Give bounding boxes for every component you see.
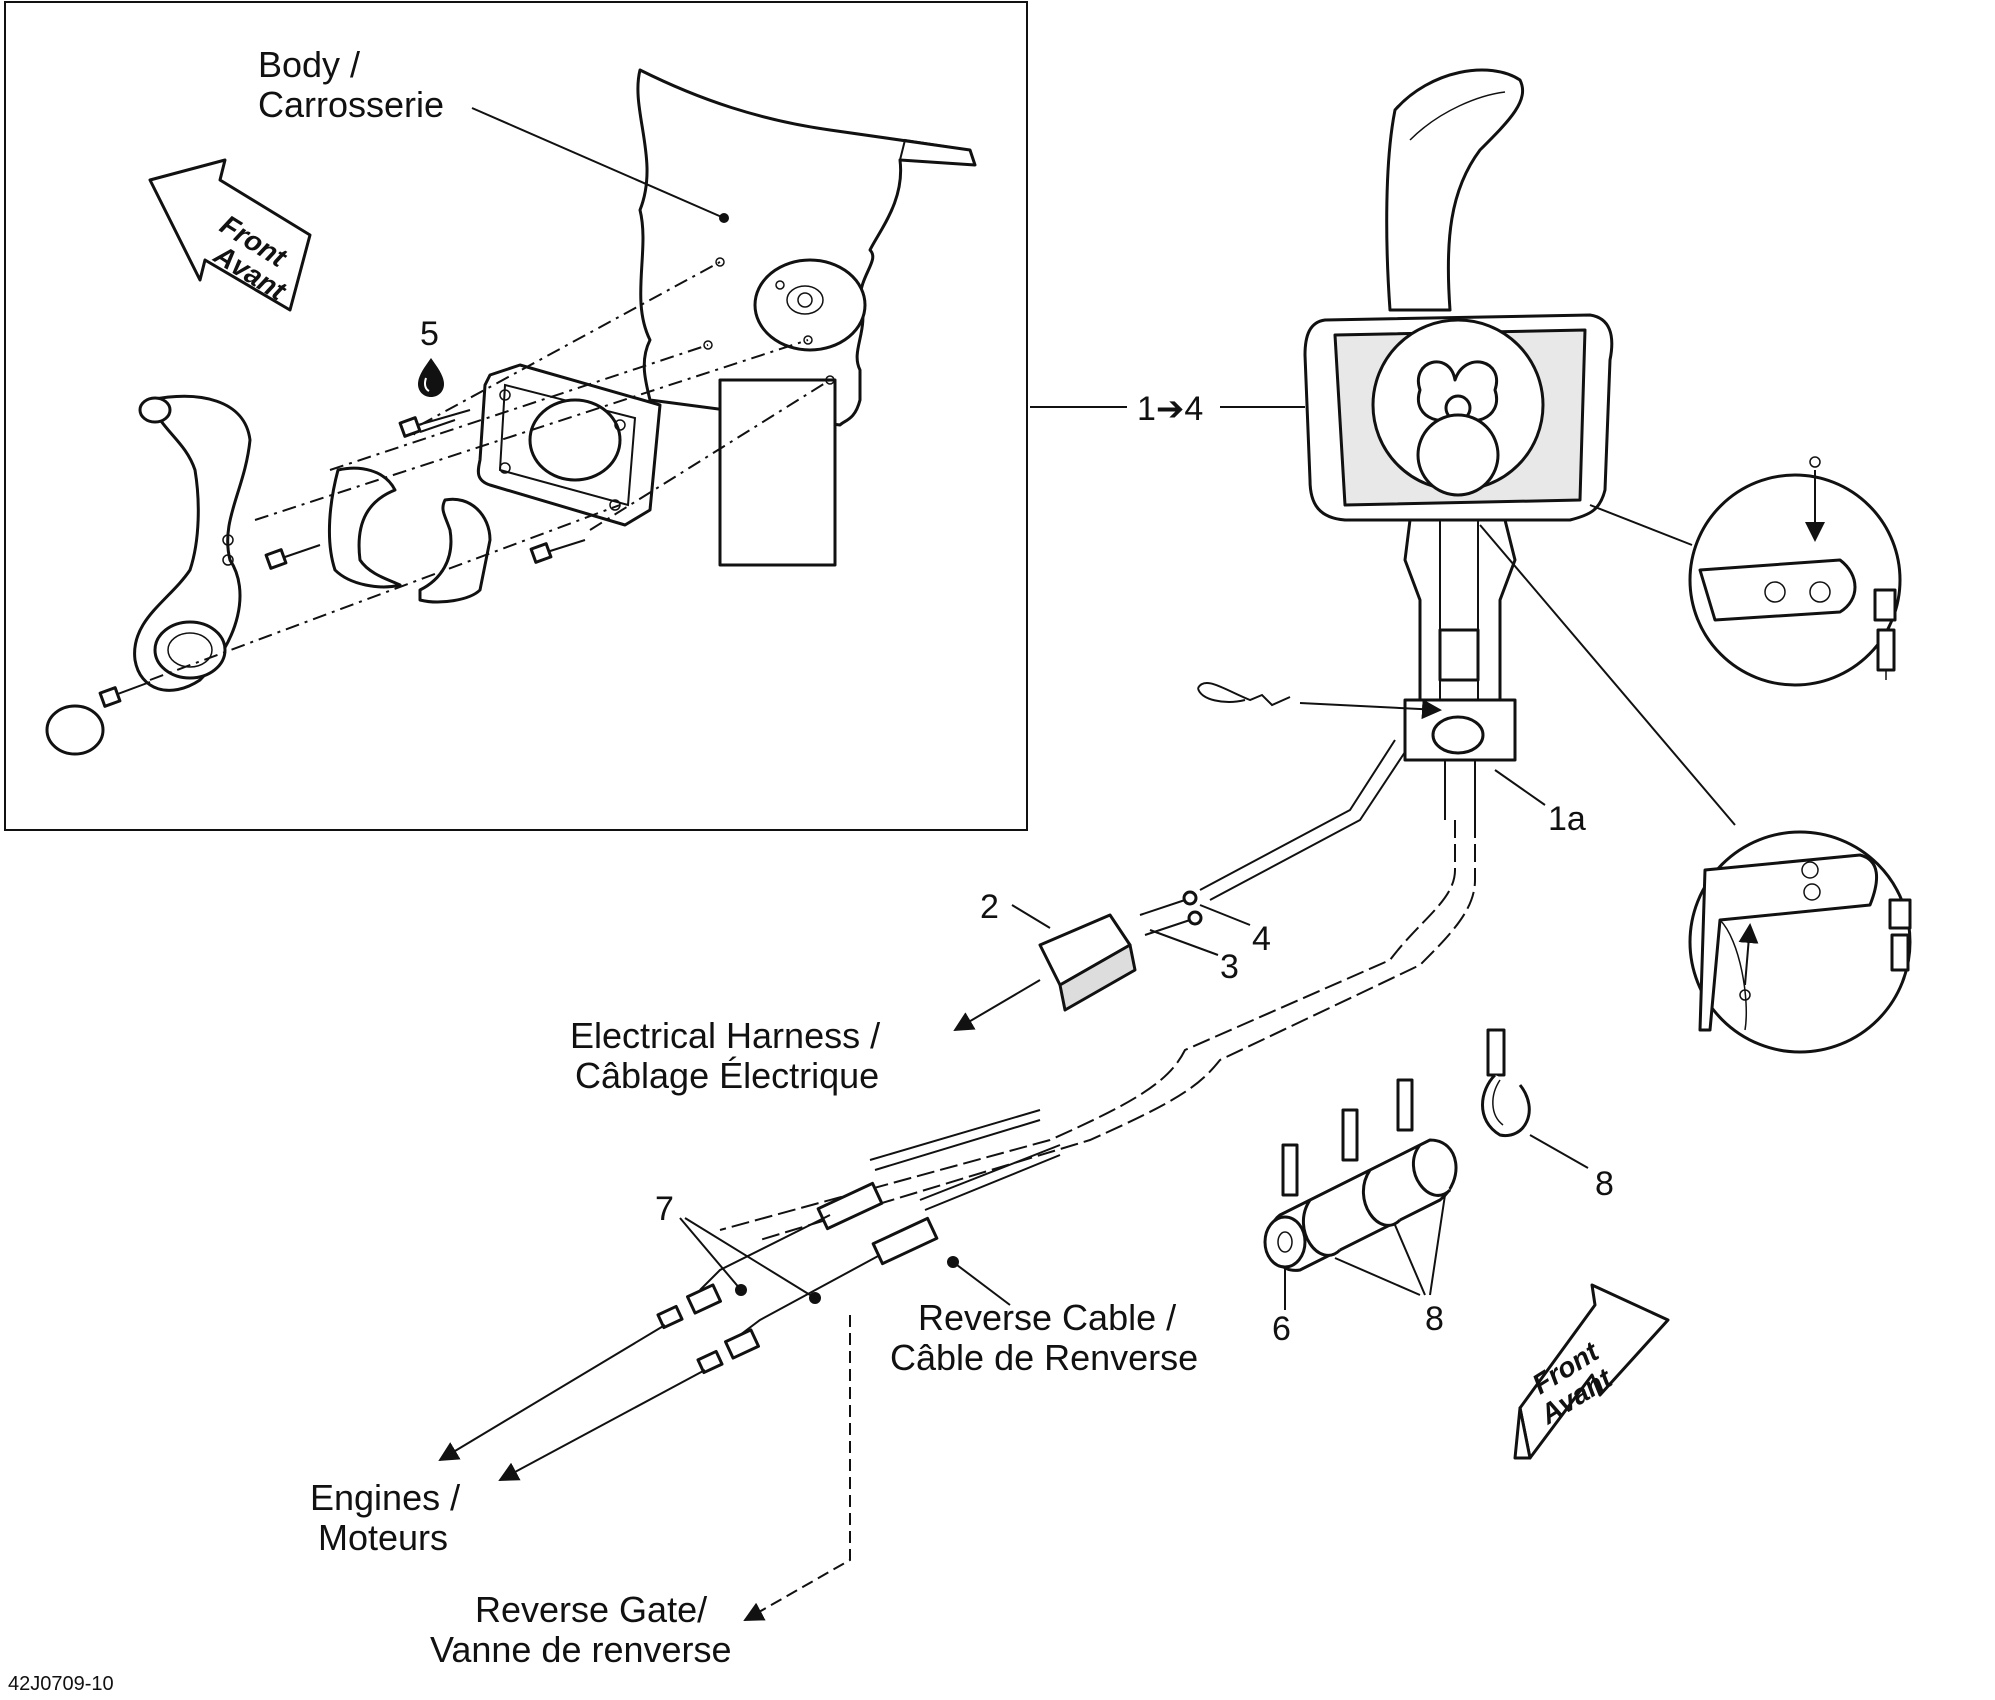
item-8-lower-label: 8 <box>1425 1300 1444 1338</box>
cables <box>656 739 1476 1375</box>
cable-tie-single <box>1481 1028 1531 1137</box>
right-half-bezel <box>418 497 492 604</box>
item-5-label: 5 <box>420 315 439 353</box>
left-half-bezel <box>327 466 402 589</box>
front-arrow-left: Front Avant <box>148 158 312 312</box>
reverse-cable-label: Reverse Cable / <box>918 1297 1176 1338</box>
front-arrow-icon <box>1518 1283 1670 1460</box>
lever-cap <box>45 704 105 756</box>
mounting-plate <box>476 363 662 527</box>
cable-de-renverse-label: Câble de Renverse <box>890 1337 1198 1378</box>
control-housing <box>1303 68 1614 820</box>
conduit-assembly <box>1263 1078 1458 1272</box>
reverse-gate-label: Reverse Gate/ <box>475 1589 707 1630</box>
moteurs-label: Moteurs <box>318 1517 448 1558</box>
throttle-handle <box>1385 68 1525 312</box>
cotter-pin <box>1197 682 1442 720</box>
detail-circle-upper <box>1589 456 1902 687</box>
front-arrow-right: Front Avant <box>1513 1283 1670 1460</box>
cablage-electrique-label: Câblage Électrique <box>575 1055 879 1096</box>
body-label: Body / <box>258 44 360 85</box>
item-7-label: 7 <box>655 1190 674 1228</box>
item-3-label: 3 <box>1220 948 1239 986</box>
oil-drop-icon <box>418 358 444 397</box>
detail-circle-lower <box>1479 524 1912 1054</box>
electrical-connector <box>1038 890 1203 1012</box>
item-2-label: 2 <box>980 888 999 926</box>
lever <box>133 394 252 692</box>
engines-label: Engines / <box>310 1477 460 1518</box>
item-1a-label: 1a <box>1548 800 1586 838</box>
item-8-upper-label: 8 <box>1595 1165 1614 1203</box>
front-arrow-icon <box>148 158 312 312</box>
screws <box>98 409 586 708</box>
vanne-de-renverse-label: Vanne de renverse <box>430 1629 732 1670</box>
inset-panel: Front Avant Body / Carrosserie 5 <box>4 1 1028 831</box>
figure-code: 42J0709-10 <box>8 1673 114 1695</box>
item-4-label: 4 <box>1252 920 1271 958</box>
carrosserie-label: Carrosserie <box>258 84 444 125</box>
electrical-harness-label: Electrical Harness / <box>570 1015 880 1056</box>
body-panel <box>636 68 977 567</box>
item-1-4-label: 1➔4 <box>1137 390 1203 428</box>
assembly-lines <box>149 261 831 681</box>
item-6-label: 6 <box>1272 1310 1291 1348</box>
